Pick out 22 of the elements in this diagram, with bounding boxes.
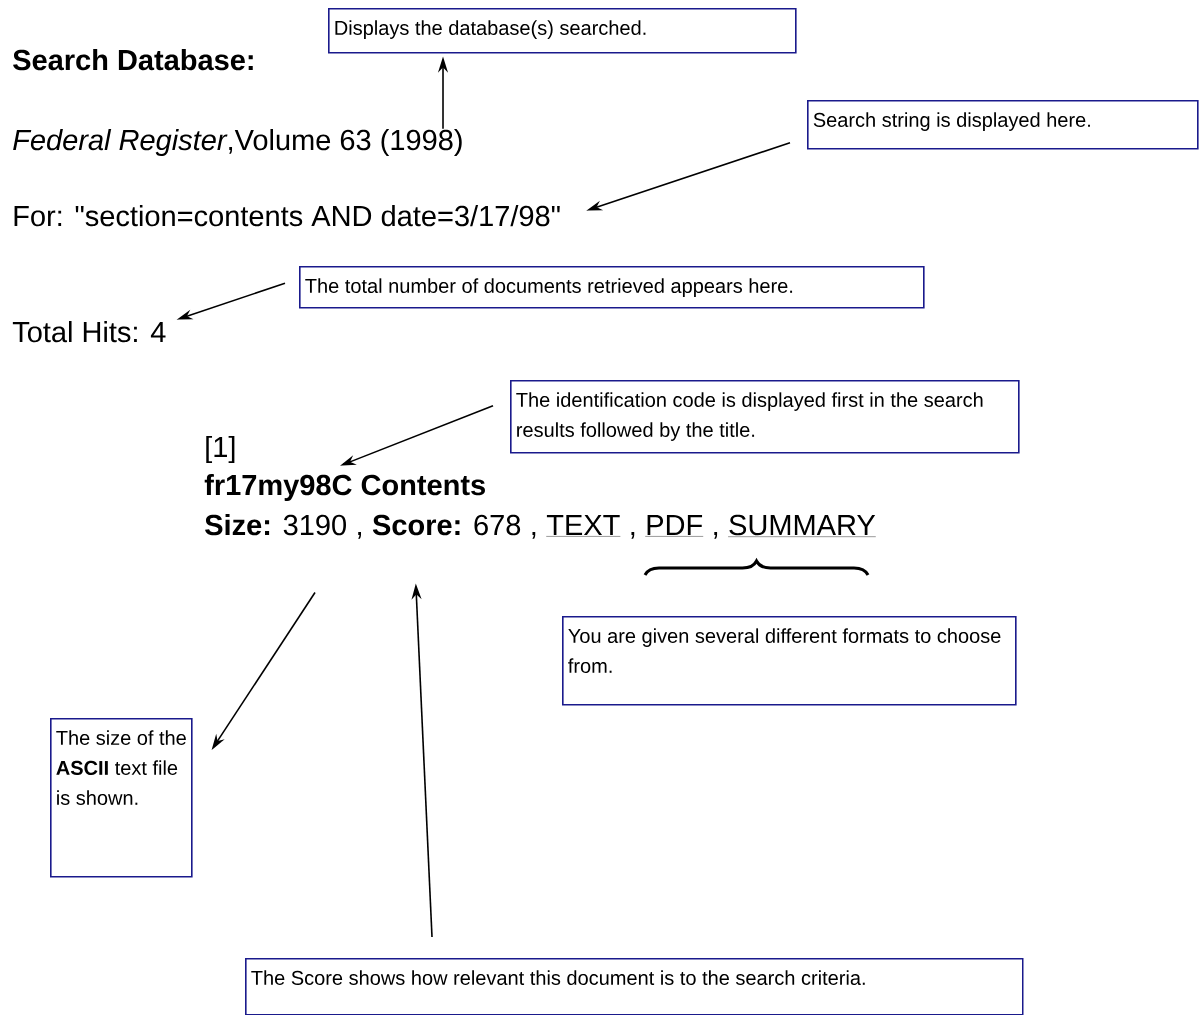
search-string: For: "section=contents AND date=3/17/98" bbox=[14, 205, 560, 227]
callout-box: You are given several different formats to choose from. bbox=[562, 616, 1017, 706]
separator-comma: , bbox=[532, 531, 536, 539]
callout-box: Search string is displayed here. bbox=[807, 100, 1199, 150]
format-link: PDF bbox=[645, 515, 704, 537]
callout-box: Displays the database(s) searched. bbox=[328, 8, 797, 54]
size-value: Size: 3190 bbox=[205, 514, 346, 536]
separator-comma: , bbox=[358, 531, 361, 539]
result-number: [1] bbox=[206, 436, 235, 464]
hit-count: Total Hits: 4 bbox=[12, 321, 166, 343]
result-title: fr17my98C Contents bbox=[204, 474, 485, 502]
separator-comma: , bbox=[714, 531, 718, 539]
heading-bold: Search Database: bbox=[13, 49, 253, 71]
score-value: Score: 678 bbox=[372, 514, 521, 536]
callout-box: The total number of documents retrieved appears here. bbox=[299, 266, 925, 309]
callout-box: The identification code is displayed first in the search results followed by the title. bbox=[510, 380, 1020, 454]
database-name: Federal Register,Volume 63 (1998) bbox=[13, 129, 462, 157]
callout-box: The Score shows how relevant this document is to the search criteria. bbox=[245, 958, 1024, 1015]
callout-box: The size of the ASCII text file is shown. bbox=[50, 718, 193, 878]
separator-comma: , bbox=[631, 531, 635, 539]
format-link: TEXT bbox=[546, 515, 621, 537]
format-link: SUMMARY bbox=[727, 514, 876, 537]
